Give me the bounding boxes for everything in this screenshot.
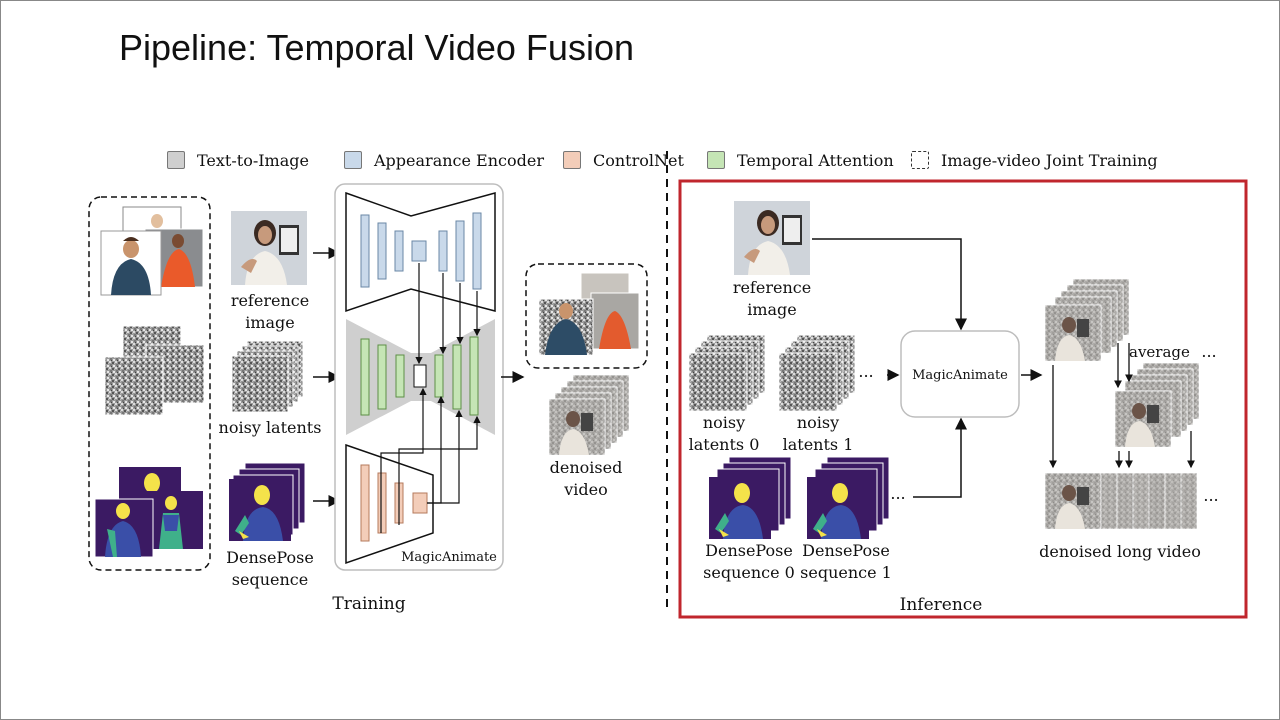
legend-joint-training: Image-video Joint Training (911, 149, 1158, 171)
joint-training-box (88, 196, 211, 571)
training-noise-stack (104, 325, 205, 416)
inference-section-label: Inference (899, 595, 983, 615)
inference-noisy-latents-1-label: noisy latents 1 (782, 413, 854, 454)
training-densepose-label: DensePose sequence (226, 548, 314, 589)
magicanimate-inference-box (900, 330, 1020, 418)
inference-densepose-1 (807, 456, 890, 539)
denoised-long-video-label: denoised long video (1039, 542, 1201, 561)
legend-swatch (911, 151, 929, 169)
inference-output-stack-b (1114, 362, 1200, 448)
legend-swatch (563, 151, 581, 169)
inference-ellipsis-latents: ... (858, 362, 874, 381)
inference-ellipsis-long: ... (1203, 486, 1219, 505)
inference-output-stack-a (1044, 278, 1130, 362)
legend-text-to-image: Text-to-Image (167, 149, 309, 171)
legend-controlnet: ControlNet (563, 149, 684, 171)
inference-noisy-latents-1 (778, 334, 856, 412)
inference-densepose-0-label: DensePose sequence 0 (703, 541, 795, 582)
legend-swatch (707, 151, 725, 169)
inference-noisy-latents-0-label: noisy latents 0 (688, 413, 760, 454)
inference-magicanimate-label: MagicAnimate (912, 368, 1008, 383)
training-output-images (538, 272, 640, 356)
training-noisy-latents (231, 340, 304, 413)
legend-label: Appearance Encoder (374, 150, 544, 170)
legend-swatch (167, 151, 185, 169)
training-reference-label: reference image (230, 291, 310, 332)
training-magicanimate-label: MagicAnimate (401, 550, 497, 565)
legend-swatch (344, 151, 362, 169)
training-section-label: Training (332, 594, 406, 614)
legend-temporal-attention: Temporal Attention (707, 149, 894, 171)
training-denoised-video (548, 374, 630, 456)
inference-reference-label: reference image (732, 278, 812, 319)
legend-appearance-encoder: Appearance Encoder (344, 149, 544, 171)
inference-densepose-1-label: DensePose sequence 1 (800, 541, 892, 582)
inference-ellipsis-pose: ... (890, 484, 906, 503)
slide-title: Pipeline: Temporal Video Fusion (119, 27, 634, 68)
inference-densepose-0 (709, 456, 792, 539)
average-label: average (1129, 343, 1190, 361)
legend-label: Text-to-Image (197, 150, 309, 170)
training-densepose-stack (94, 467, 203, 558)
training-noisy-latents-label: noisy latents (218, 418, 322, 437)
inference-reference-image (734, 201, 810, 275)
legend-label: ControlNet (593, 150, 684, 170)
legend-label: Temporal Attention (737, 150, 894, 170)
inference-highlight-box (678, 179, 1248, 619)
inference-ellipsis-average: ... (1201, 342, 1217, 361)
training-densepose-sequence (229, 462, 306, 541)
inference-noisy-latents-0 (688, 334, 766, 412)
training-image-stack (100, 206, 204, 296)
training-reference-image (231, 211, 307, 285)
training-denoised-video-label: denoised video (549, 458, 623, 499)
legend-label: Image-video Joint Training (941, 150, 1158, 170)
inference-long-video (1044, 472, 1198, 530)
